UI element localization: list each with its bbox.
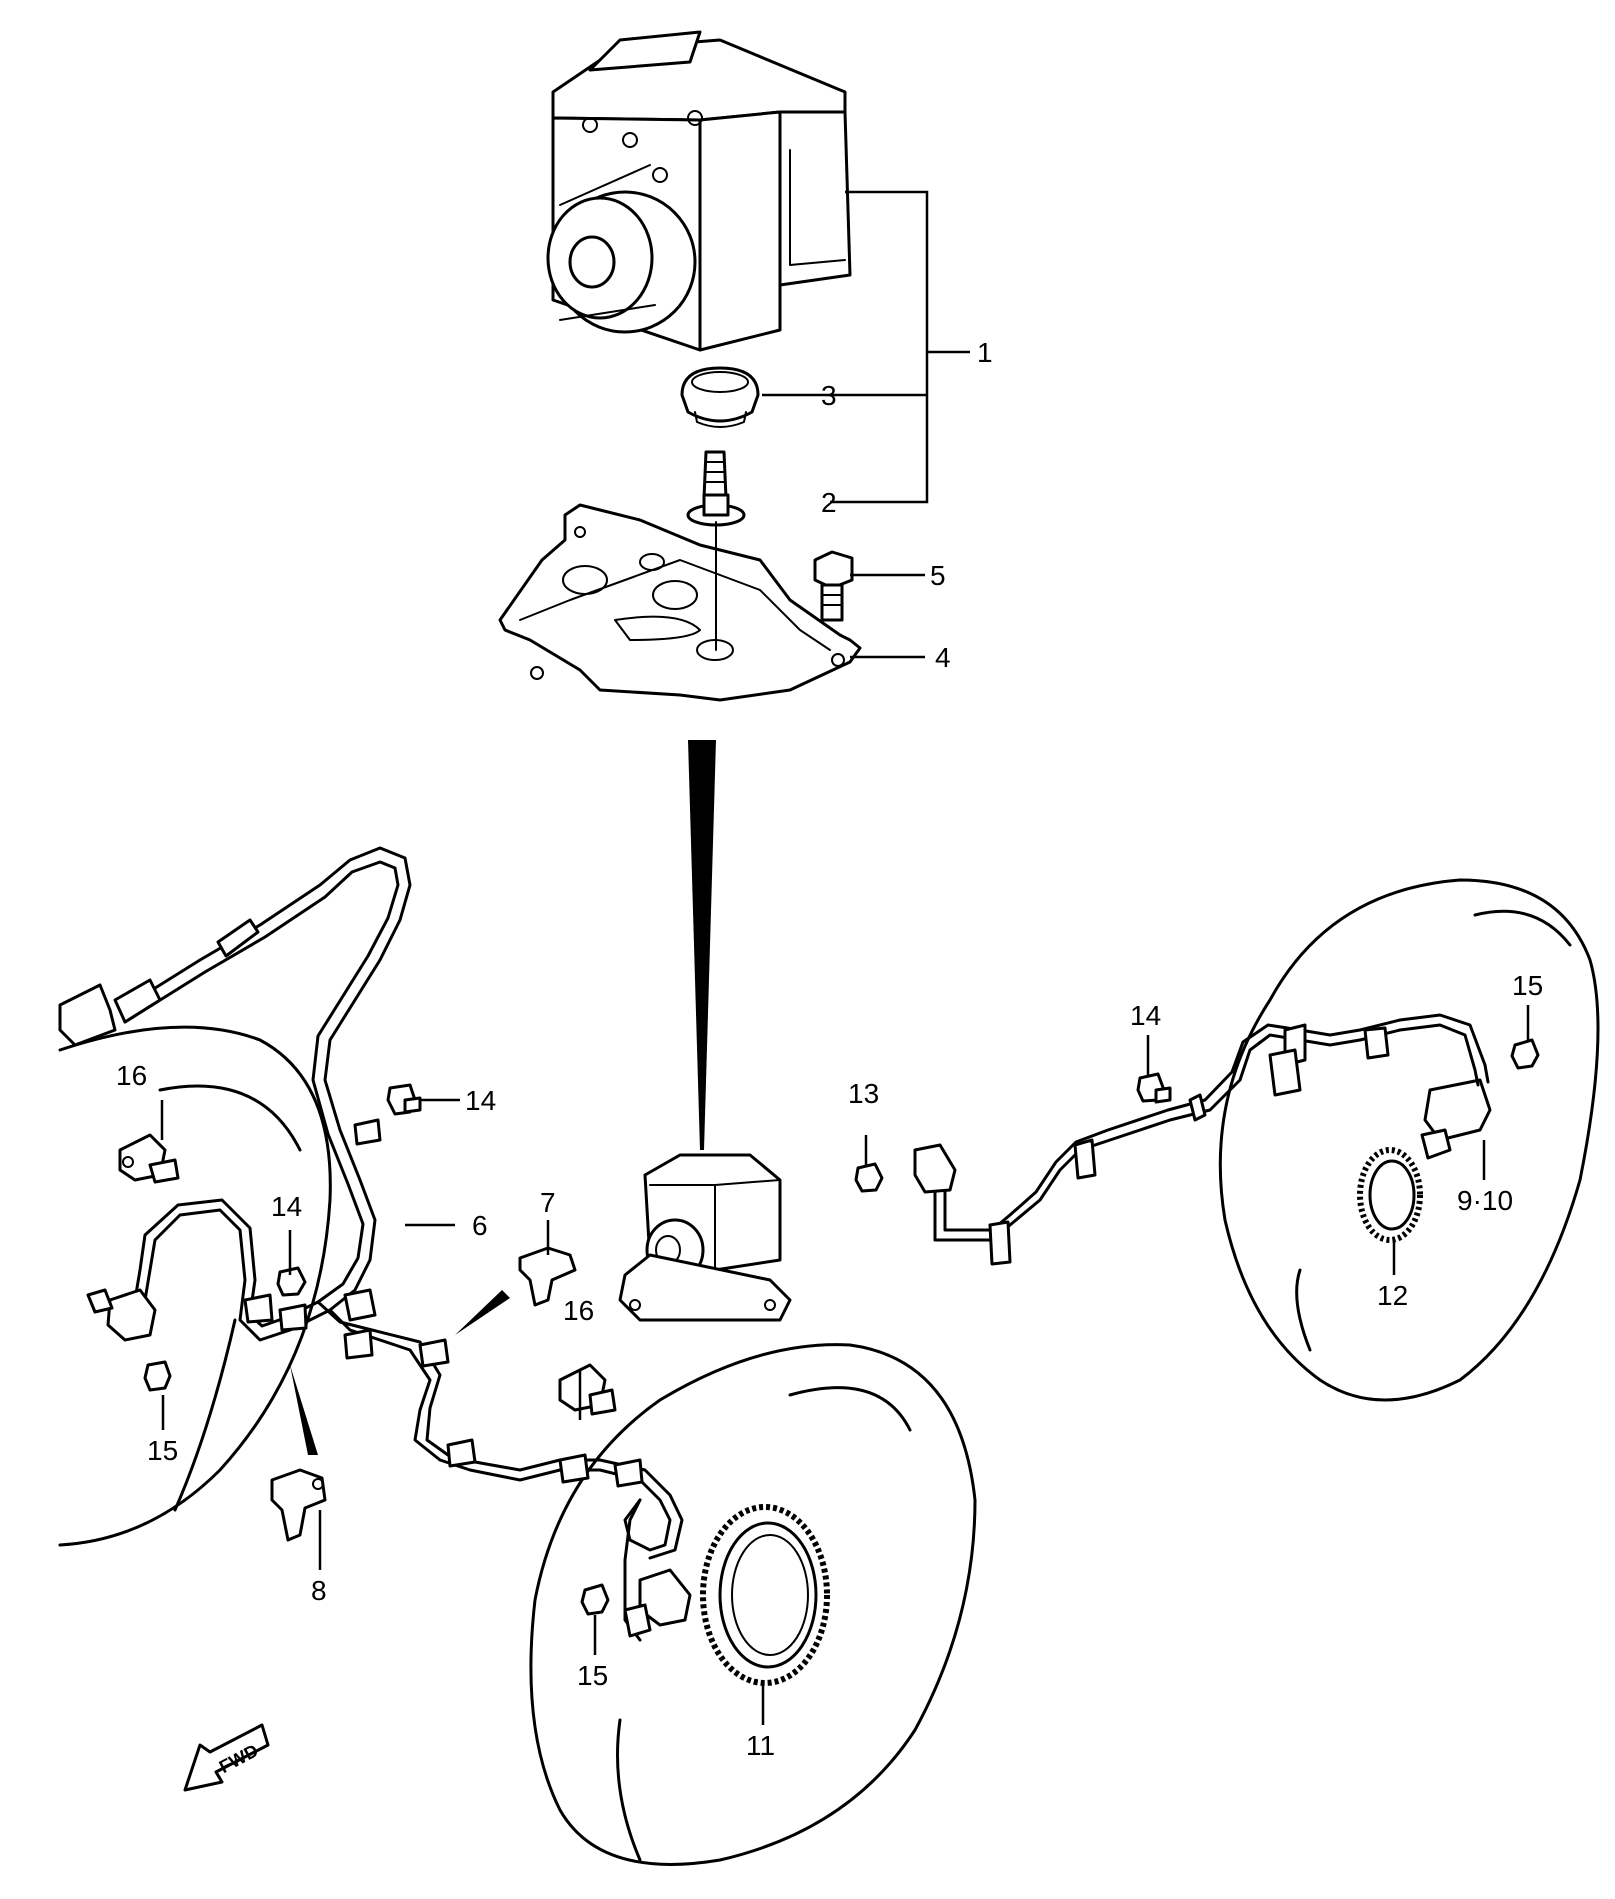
callout-12: 12	[1377, 1280, 1408, 1311]
callout-2: 2	[821, 487, 837, 518]
bolt-14-right	[1136, 1072, 1172, 1104]
bolt-15-front	[580, 1583, 610, 1616]
callout-8: 8	[311, 1575, 327, 1606]
wedge-pointer	[688, 740, 716, 1150]
front-harness	[58, 846, 684, 1642]
abs-unit-small	[618, 1153, 792, 1322]
callout-16-left: 16	[116, 1060, 147, 1091]
stud-bolt	[686, 450, 746, 527]
callout-4: 4	[935, 642, 951, 673]
flange-bolt	[813, 550, 854, 622]
arrow-pointer-mid	[455, 1290, 510, 1335]
front-wheel	[529, 1343, 977, 1866]
front-sensor-rotor	[700, 1504, 830, 1686]
rear-wheel-sensor	[1420, 1078, 1492, 1160]
rear-wheel	[1218, 878, 1600, 1402]
rear-sensor-rotor	[1357, 1147, 1423, 1243]
callout-5: 5	[930, 560, 946, 591]
abs-hydraulic-unit	[546, 30, 852, 352]
callout-16-mid: 16	[563, 1295, 594, 1326]
callout-15-rear: 15	[1512, 970, 1543, 1001]
bolt-14-left	[386, 1083, 422, 1116]
front-wheel-sensor	[623, 1568, 692, 1638]
callout-14-left: 14	[465, 1085, 496, 1116]
callout-14-mid: 14	[271, 1191, 302, 1222]
grommet	[680, 366, 760, 428]
callout-6: 6	[472, 1210, 488, 1241]
bracket-7	[518, 1246, 577, 1307]
rear-harness	[913, 1013, 1490, 1266]
bolt-14-lower	[276, 1266, 307, 1297]
arrow-pointer-low	[290, 1365, 318, 1455]
callout-15-left: 15	[147, 1435, 178, 1466]
callout-7: 7	[540, 1187, 556, 1218]
bolt-15-left	[143, 1360, 172, 1392]
callout-11: 11	[746, 1730, 775, 1761]
callout-1: 1	[977, 337, 993, 368]
bracket-8	[270, 1468, 327, 1542]
callout-9-10: 9·10	[1457, 1185, 1513, 1216]
forward-arrow-badge: FWD	[183, 1723, 270, 1792]
callout-3: 3	[821, 380, 837, 411]
callout-14-right: 14	[1130, 1000, 1161, 1031]
clamp-16-middle	[558, 1363, 617, 1416]
callout-13: 13	[848, 1078, 879, 1109]
left-wheel	[58, 1025, 332, 1547]
bolt-15-rear	[1510, 1038, 1540, 1070]
clamp-16-left	[118, 1133, 180, 1184]
bolt-13	[854, 1162, 884, 1193]
left-wheel-sensor	[86, 1288, 157, 1342]
callout-15-front: 15	[577, 1660, 608, 1691]
bracket	[498, 503, 862, 702]
